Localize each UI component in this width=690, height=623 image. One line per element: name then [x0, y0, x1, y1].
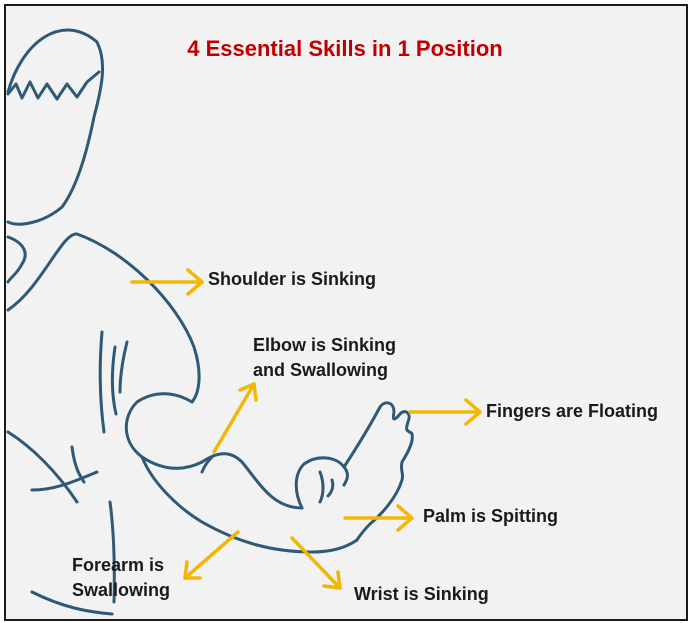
arrow-elbow: [212, 382, 258, 454]
waist-line: [108, 500, 116, 604]
palm-edge: [318, 470, 325, 504]
label-forearm-line2: Swallowing: [72, 580, 171, 600]
forearm-lower: [140, 455, 359, 554]
label-forearm-line1: Forearm is: [72, 555, 165, 575]
sleeve-fold-1: [98, 330, 106, 434]
finger-crease: [326, 478, 335, 498]
diagram-title: 4 Essential Skills in 1 Position: [187, 36, 503, 61]
torso-edge: [30, 470, 99, 492]
hair-line: [6, 70, 101, 101]
upper-arm-outline: [124, 392, 204, 470]
arrow-palm: [343, 504, 414, 532]
sleeve-fold-3: [118, 340, 129, 394]
diagram-frame: [4, 4, 688, 621]
torso-crease: [70, 445, 86, 484]
shoulder-outline: [6, 232, 201, 404]
elbow-fold: [200, 452, 304, 510]
label-shoulder: Shoulder is Sinking: [208, 269, 377, 289]
label-wrist: Wrist is Sinking: [354, 584, 489, 604]
arrow-shoulder: [130, 268, 204, 296]
hip-line: [30, 590, 114, 616]
label-fingers: Fingers are Floating: [486, 401, 659, 421]
illustration: [6, 28, 482, 616]
arrow-wrist: [290, 536, 342, 590]
arrow-fingers: [408, 398, 482, 426]
sleeve-fold-4: [200, 455, 214, 474]
arrow-forearm: [183, 530, 240, 580]
person-sketch: [6, 28, 414, 616]
label-elbow-line1: Elbow is Sinking: [253, 335, 397, 355]
hand-back: [294, 456, 349, 510]
head-outline: [6, 28, 104, 226]
torso-fold: [6, 430, 79, 504]
label-elbow-line2: and Swallowing: [253, 360, 389, 380]
collar-line: [6, 235, 27, 284]
label-palm: Palm is Spitting: [423, 506, 559, 526]
sleeve-fold-2: [110, 345, 118, 416]
thumb: [342, 401, 414, 542]
